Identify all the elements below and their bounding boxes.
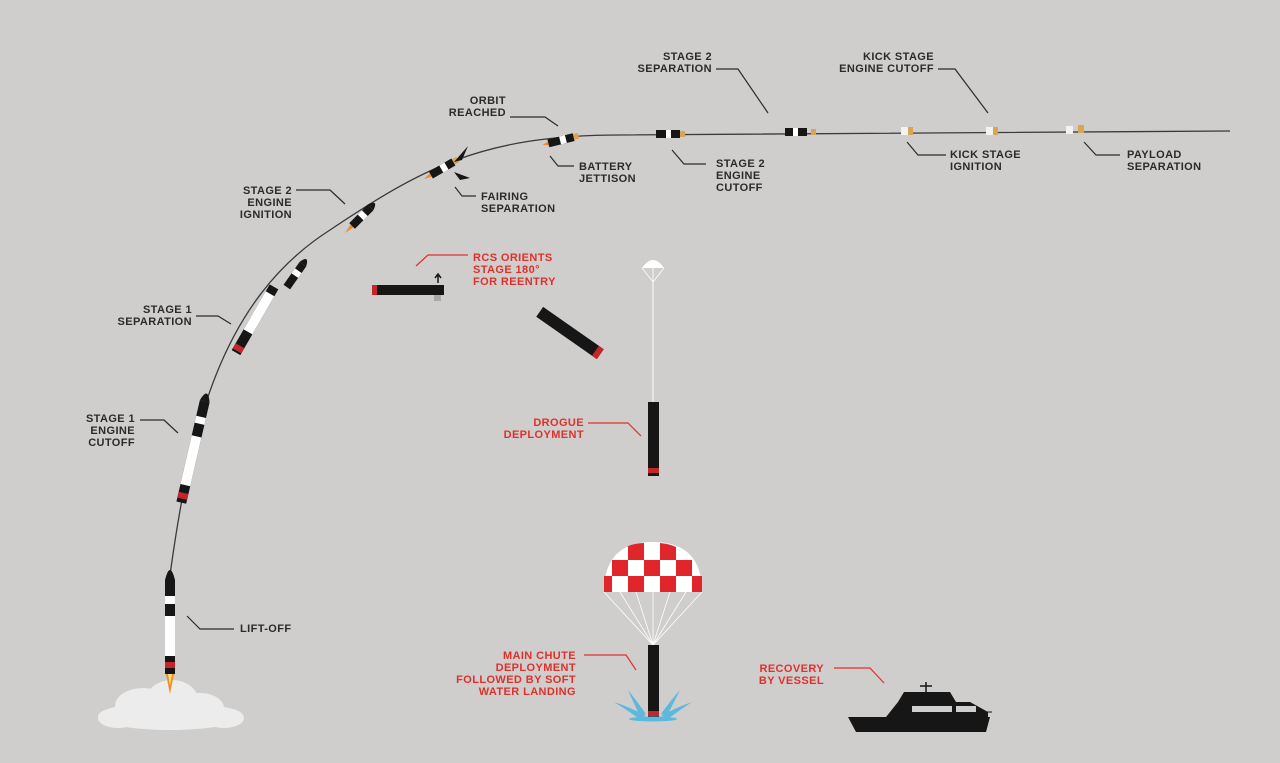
fairing-half-upper bbox=[454, 146, 468, 162]
rocket-stage2-cutoff bbox=[656, 130, 685, 138]
stage1-rcs-orient bbox=[372, 272, 444, 301]
label-stage1-separation: STAGE 1 SEPARATION bbox=[117, 304, 192, 328]
label-stage2-engine-ignition: STAGE 2 ENGINE IGNITION bbox=[239, 185, 292, 221]
rocket-stage2-ignition bbox=[345, 202, 376, 233]
label-stage2-engine-cutoff: STAGE 2 ENGINE CUTOFF bbox=[716, 158, 766, 194]
label-drogue-deployment: DROGUE DEPLOYMENT bbox=[503, 417, 584, 441]
label-lift-off: LIFT-OFF bbox=[240, 623, 292, 635]
label-payload-separation: PAYLOAD SEPARATION bbox=[1127, 149, 1202, 173]
label-battery-jettison: BATTERY JETTISON bbox=[579, 161, 636, 185]
water-splash bbox=[614, 690, 692, 722]
rocket-liftoff bbox=[165, 570, 175, 694]
kick-stage-engine-cutoff bbox=[986, 127, 998, 135]
fairing-half-lower bbox=[454, 172, 470, 180]
label-stage2-separation: STAGE 2 SEPARATION bbox=[637, 51, 712, 75]
main-parachute bbox=[603, 542, 703, 646]
label-fairing-separation: FAIRING SEPARATION bbox=[481, 191, 556, 215]
launch-exhaust-cloud bbox=[98, 680, 244, 730]
rocket-stage2-coast bbox=[283, 258, 308, 290]
rocket-orbit bbox=[542, 132, 580, 148]
label-rcs-orients: RCS ORIENTS STAGE 180° FOR REENTRY bbox=[473, 252, 556, 288]
rocket-fairing-separation bbox=[423, 156, 460, 179]
kick-stage-ignition bbox=[901, 127, 913, 135]
leader-lines bbox=[140, 68, 1120, 630]
label-orbit-reached: ORBIT REACHED bbox=[448, 95, 506, 119]
flight-trajectory bbox=[169, 130, 1231, 576]
leader-lines-red bbox=[415, 254, 885, 684]
rocket-stage1-burn bbox=[176, 393, 210, 504]
recovery-vessel bbox=[848, 682, 992, 732]
payload-separation-craft bbox=[1066, 125, 1084, 134]
drogue-chute bbox=[641, 260, 665, 402]
rocket-stage2-separation bbox=[785, 128, 816, 136]
label-stage1-engine-cutoff: STAGE 1 ENGINE CUTOFF bbox=[85, 413, 135, 449]
rocket-stage1-separation bbox=[231, 284, 279, 356]
stage1-drogue-descent bbox=[648, 402, 659, 476]
label-kick-stage-ignition: KICK STAGE IGNITION bbox=[950, 149, 1022, 173]
label-recovery-by-vessel: RECOVERY BY VESSEL bbox=[758, 663, 824, 687]
stage1-water-landing bbox=[648, 645, 659, 719]
stage1-reentry bbox=[536, 306, 604, 360]
label-kick-stage-engine-cutoff: KICK STAGE ENGINE CUTOFF bbox=[839, 51, 934, 75]
label-main-chute: MAIN CHUTE DEPLOYMENT FOLLOWED BY SOFT W… bbox=[456, 650, 576, 698]
